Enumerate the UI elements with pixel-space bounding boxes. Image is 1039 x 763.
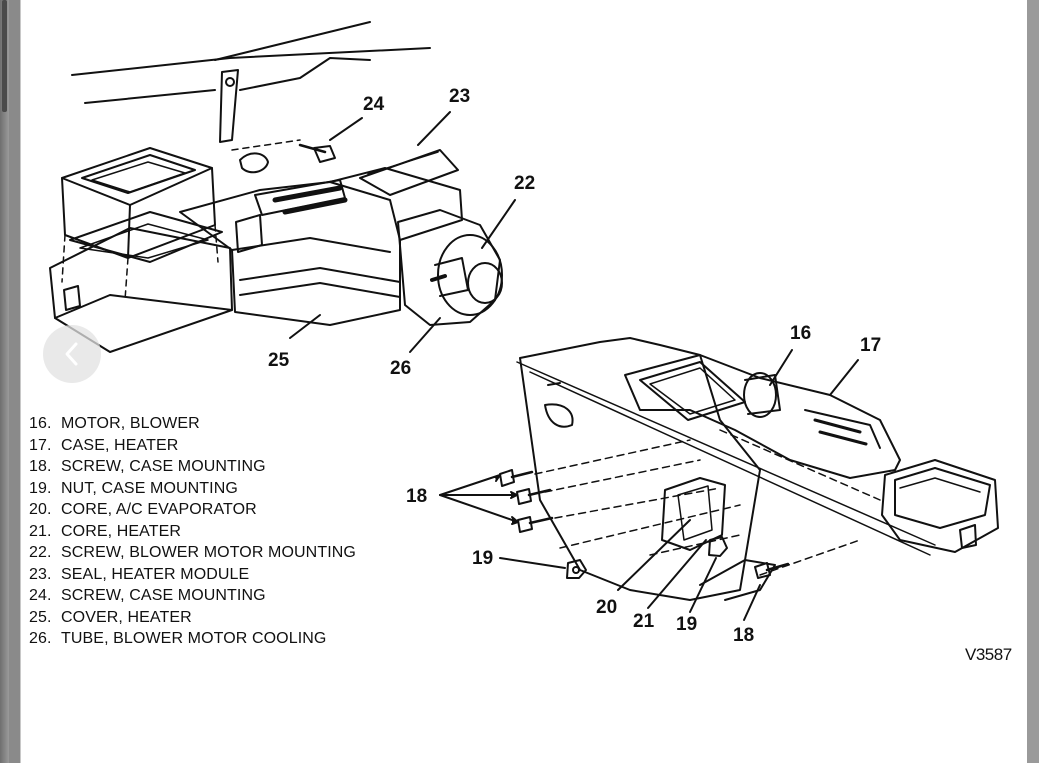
legend-item: 20. CORE, A/C EVAPORATOR [29,499,399,521]
legend-item-number: 18. [29,458,52,475]
legend-item: 25. COVER, HEATER [29,607,399,629]
scrollbar-thumb[interactable] [2,0,7,112]
callout-26: 26 [390,358,412,379]
parts-legend: 16. MOTOR, BLOWER 17. CASE, HEATER 18. SCREW,… [29,413,399,650]
legend-item-label: CORE, HEATER [61,522,182,540]
previous-page-button[interactable] [43,325,101,383]
legend-item: 22. SCREW, BLOWER MOTOR MOUNTING [29,542,399,564]
chevron-left-icon [65,342,78,366]
callout-21: 21 [633,611,655,632]
legend-item-number: 21. [29,522,52,540]
callout-25: 25 [268,350,290,371]
legend-item-label: CORE, A/C EVAPORATOR [61,501,257,518]
legend-item-number: 26. [29,630,52,647]
legend-item: 24. SCREW, CASE MOUNTING [29,585,399,607]
legend-item-number: 17. [29,436,52,454]
legend-item: 18. SCREW, CASE MOUNTING [29,456,399,478]
lower-assembly [439,337,999,621]
callout-20: 20 [596,597,618,618]
legend-item-label: MOTOR, BLOWER [61,415,200,432]
upper-assembly [49,21,516,353]
callout-24: 24 [363,94,385,115]
callout-19-right: 19 [676,614,698,635]
left-scrollbar[interactable] [0,0,9,763]
legend-item: 17. CASE, HEATER [29,435,399,457]
legend-item-label: TUBE, BLOWER MOTOR COOLING [61,630,327,647]
legend-item-number: 24. [29,587,52,604]
legend-item-label: COVER, HEATER [61,608,192,626]
legend-item: 21. CORE, HEATER [29,521,399,543]
legend-item-number: 20. [29,501,52,518]
legend-item-label: NUT, CASE MOUNTING [61,479,238,497]
callout-16: 16 [790,323,812,344]
legend-item: 16. MOTOR, BLOWER [29,413,399,435]
legend-item-number: 22. [29,544,52,561]
screws-18 [499,469,790,579]
right-gutter [1027,0,1039,763]
legend-item-label: SEAL, HEATER MODULE [61,565,250,583]
callout-19-left: 19 [472,548,494,569]
callout-17: 17 [860,335,882,356]
legend-item-label: SCREW, BLOWER MOTOR MOUNTING [61,544,356,561]
callout-23: 23 [449,86,471,107]
callout-18-left: 18 [406,486,428,507]
legend-item-label: SCREW, CASE MOUNTING [61,458,266,475]
legend-item: 19. NUT, CASE MOUNTING [29,478,399,500]
callout-18-right: 18 [733,625,755,646]
callout-22: 22 [514,173,536,194]
figure-code: V3587 [965,645,1012,664]
legend-item: 26. TUBE, BLOWER MOTOR COOLING [29,628,399,650]
legend-item-number: 19. [29,479,52,497]
legend-item-number: 16. [29,415,52,432]
legend-item-number: 25. [29,608,52,626]
legend-item-label: SCREW, CASE MOUNTING [61,587,266,604]
legend-item: 23. SEAL, HEATER MODULE [29,564,399,586]
legend-item-number: 23. [29,565,52,583]
legend-item-label: CASE, HEATER [61,436,179,454]
